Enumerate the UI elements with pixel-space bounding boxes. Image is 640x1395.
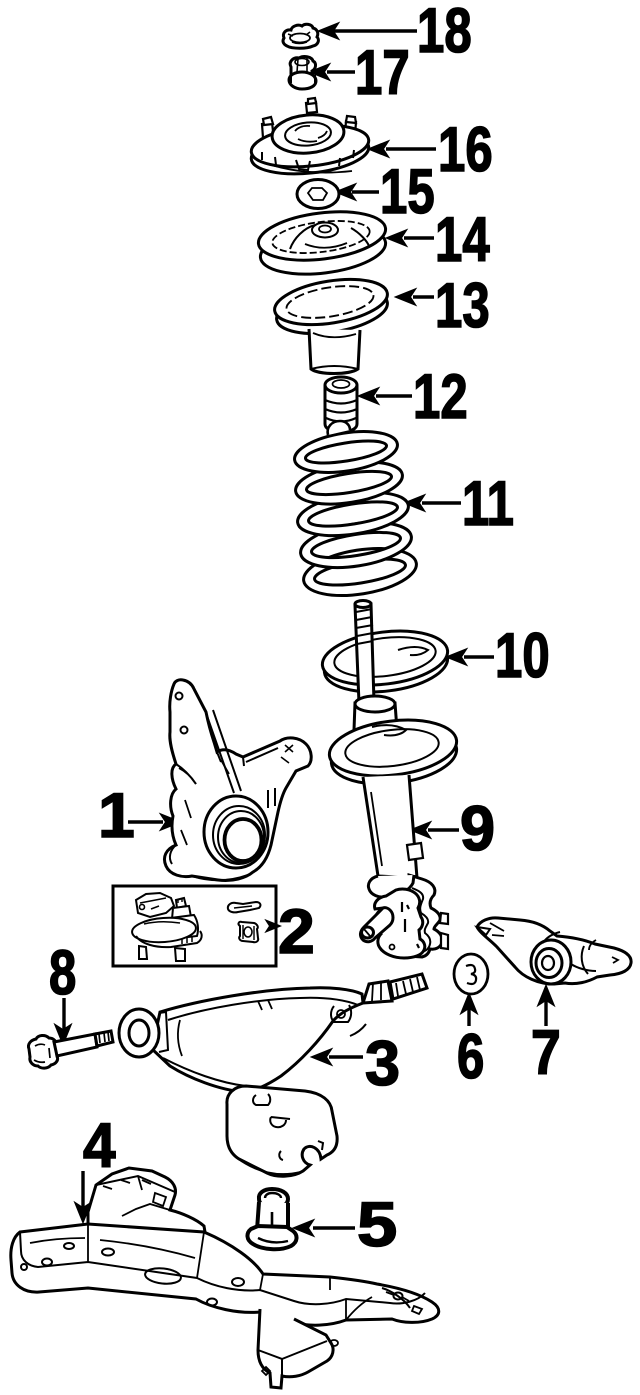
svg-text:6: 6 <box>457 1021 484 1091</box>
svg-text:5: 5 <box>357 1190 397 1260</box>
svg-text:18: 18 <box>417 0 472 65</box>
svg-text:14: 14 <box>435 204 490 274</box>
svg-text:12: 12 <box>413 361 468 431</box>
svg-text:3: 3 <box>365 1029 400 1099</box>
svg-text:8: 8 <box>49 937 76 1007</box>
svg-text:4: 4 <box>83 1110 116 1180</box>
svg-text:1: 1 <box>98 780 135 850</box>
svg-text:17: 17 <box>355 37 410 107</box>
svg-text:2: 2 <box>278 896 315 966</box>
svg-text:16: 16 <box>438 114 493 184</box>
svg-text:10: 10 <box>495 620 550 690</box>
svg-text:15: 15 <box>380 156 435 226</box>
svg-text:13: 13 <box>435 270 490 340</box>
svg-text:9: 9 <box>460 794 495 864</box>
svg-text:11: 11 <box>462 468 514 538</box>
svg-text:7: 7 <box>531 1018 561 1088</box>
